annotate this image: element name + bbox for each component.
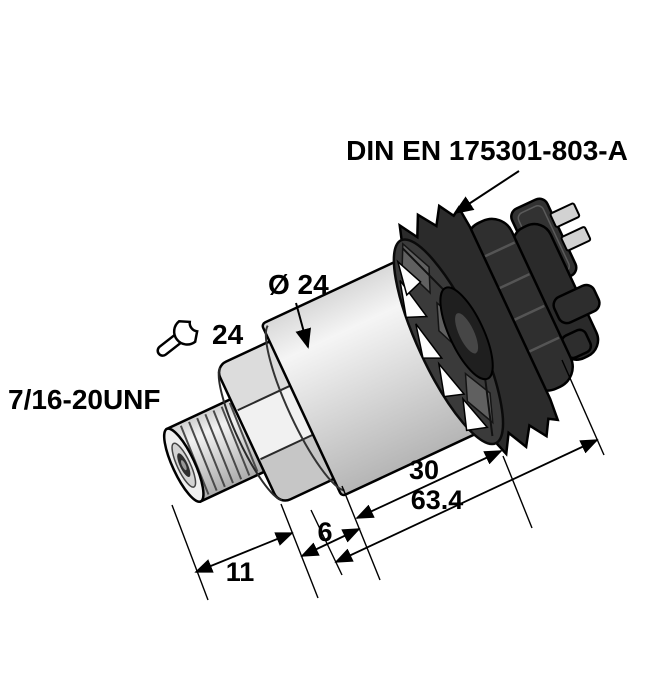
plug-terminal-1	[549, 202, 581, 228]
dimension-value-body-length: 30	[409, 455, 439, 485]
dimension-lines	[194, 439, 599, 573]
rib-spokes	[401, 247, 494, 437]
extension-line-body-front	[341, 485, 381, 581]
leader-diameter	[295, 302, 311, 349]
wrench-jaw	[172, 320, 199, 346]
side-stub	[552, 283, 601, 325]
dimension-value-hex-length: 6	[317, 517, 332, 547]
dimension-value-thread-length: 11	[226, 557, 255, 587]
port-center	[180, 460, 187, 471]
dimension-line-overall-length	[334, 439, 599, 563]
rear-fins	[474, 241, 560, 358]
device	[162, 197, 601, 505]
rib-facet-3	[464, 371, 494, 425]
thread-lines	[179, 402, 259, 495]
hex-flat-edges	[237, 382, 319, 461]
extension-line-hex-front	[280, 503, 319, 599]
wrench-icon	[156, 320, 199, 357]
diameter-label: Ø 24	[268, 269, 329, 300]
connector-housing	[392, 197, 601, 457]
extension-line-stud-tip	[171, 504, 209, 601]
extension-line-connector-rear	[561, 359, 605, 456]
plug-terminal-2	[560, 226, 592, 252]
dimension-value-overall-length: 63.4	[411, 485, 464, 515]
rib-cutout-2	[415, 323, 444, 359]
connector-standard-label: DIN EN 175301-803-A	[346, 135, 628, 166]
collar-hub-center	[455, 313, 479, 354]
body-front-arc	[264, 325, 345, 492]
rib-cutout-5	[396, 259, 422, 297]
extension-line-connector-front	[502, 455, 533, 529]
wrench-size-label: 24	[212, 319, 244, 350]
dimension-line-thread-length	[194, 532, 294, 573]
rib-cutout-4	[461, 396, 489, 432]
hex-front-arc	[217, 367, 283, 502]
leader-connector-standard	[453, 170, 520, 215]
rib-cutout-3	[437, 361, 466, 398]
thread-label: 7/16-20UNF	[8, 384, 161, 415]
